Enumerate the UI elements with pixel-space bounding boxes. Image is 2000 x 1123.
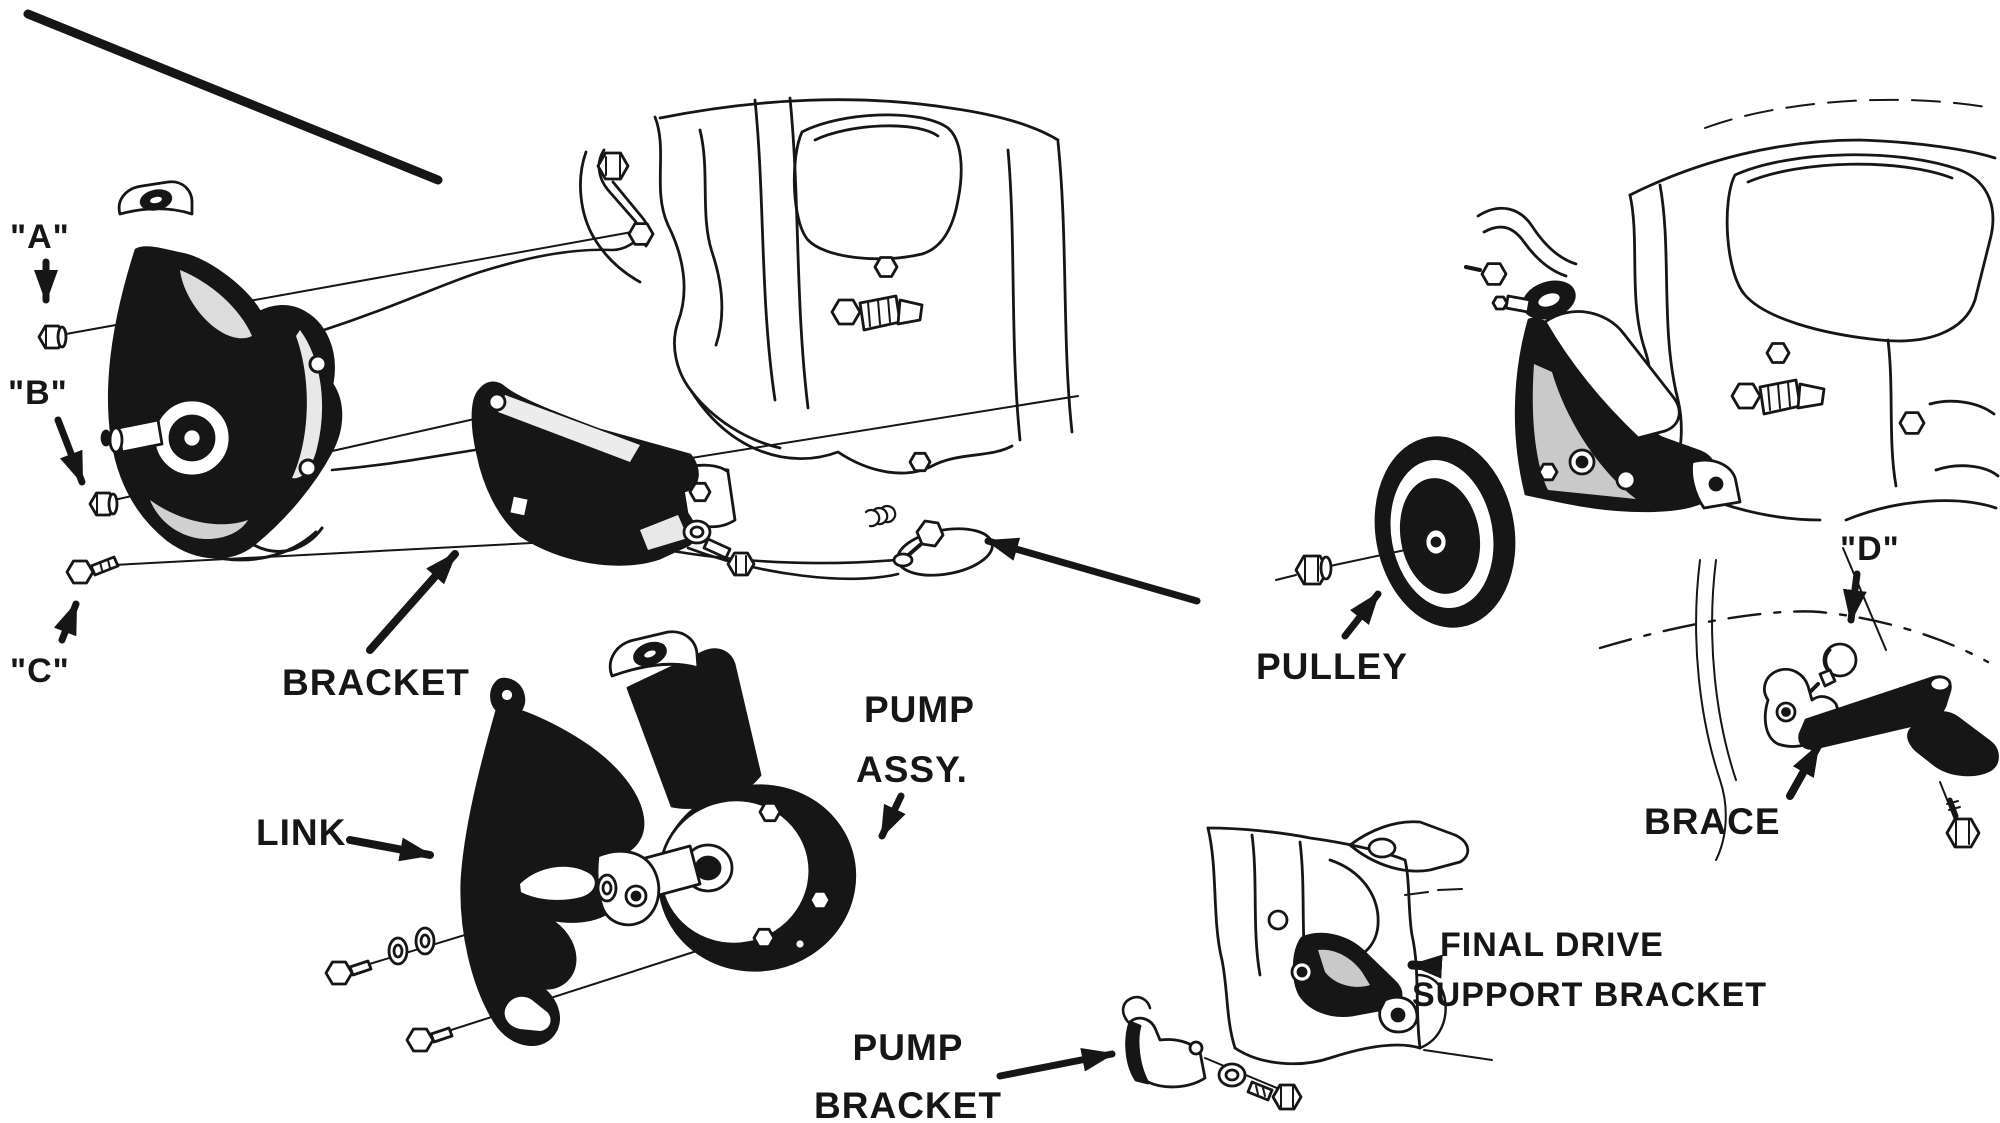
callout-a-label: "A" (10, 218, 70, 256)
final-drive-label-line2: SUPPORT BRACKET (1412, 976, 1767, 1014)
pump-assy-label-arrow (878, 792, 906, 840)
engine-bolt-3 (1765, 342, 1791, 364)
nut-b (88, 491, 119, 517)
pump-assy-label-line2: ASSY. (856, 749, 968, 790)
bracket-hardware (682, 519, 756, 577)
pulley-stud-line2 (1275, 574, 1297, 581)
final-drive-label-line1: FINAL DRIVE (1440, 926, 1664, 964)
pump-assy-label-line1: PUMP (864, 689, 975, 730)
callout-b-arrow (54, 416, 86, 486)
pulley-nut (1294, 554, 1333, 586)
brace-label: BRACE (1644, 801, 1781, 842)
callout-d-label: "D" (1840, 530, 1900, 568)
link-part (460, 677, 661, 1046)
left-installation-view (23, 9, 1201, 654)
mounting-arm (579, 148, 655, 284)
brace-label-arrow (1786, 742, 1822, 800)
pulley-part (1374, 436, 1516, 628)
pump-bracket-part (1121, 995, 1207, 1089)
engine-bolt-4 (1898, 411, 1926, 435)
separator-line (23, 9, 443, 185)
bracket-label-arrow (366, 550, 459, 654)
support-bracket-part (1290, 932, 1419, 1034)
pump-bracket-right (1464, 206, 1742, 513)
final-drive-view (996, 820, 1493, 1111)
link-hardware (324, 873, 618, 1053)
pump-bracket-label-line2: BRACKET (814, 1085, 1002, 1123)
pump-bracket-hardware (1204, 1057, 1303, 1111)
brace-part (1763, 667, 1952, 750)
link-label: LINK (256, 812, 346, 853)
link-label-arrow (346, 836, 434, 862)
callout-c-arrow (53, 600, 80, 644)
pump-assembly-left (100, 180, 343, 562)
brace-bolt (1945, 797, 1981, 849)
engine-bolt-2 (908, 451, 932, 473)
pump-link-exploded-view (324, 630, 906, 1053)
callout-b-label: "B" (8, 374, 68, 412)
bolt-c (65, 555, 120, 585)
pump-bracket-label-line1: PUMP (853, 1027, 964, 1068)
brace-assembly (1763, 547, 1999, 849)
pump-bracket-label-arrow (996, 1048, 1116, 1080)
callout-c-label: "C" (10, 652, 70, 690)
spark-plug-right (1730, 378, 1826, 416)
labels: "A" "B" "C" BRACKET LINK PUMP ASSY. PULL… (8, 218, 1900, 1123)
pump-assembly-exploded (608, 630, 857, 972)
final-drive-case (1206, 820, 1493, 1066)
engine-block-left (579, 96, 1074, 577)
axis-line-lower (419, 947, 707, 1041)
callout-d-arrow (1842, 570, 1867, 624)
engine-bolt-1 (873, 256, 899, 278)
nut-a (37, 324, 68, 350)
pulley-stud-line (1329, 545, 1425, 567)
right-installation-view (1275, 98, 2000, 861)
engine-bolt-target (892, 519, 945, 568)
bolt-d (1808, 642, 1858, 694)
long-callout-arrow (984, 537, 1201, 605)
spark-plug-left (830, 294, 924, 332)
bracket-label: BRACKET (282, 662, 470, 703)
pulley-label-arrow (1341, 590, 1382, 640)
brace-strap (1907, 711, 1999, 777)
final-drive-label-arrow (1407, 954, 1443, 979)
pulley-label: PULLEY (1256, 646, 1408, 687)
bracket-part (471, 381, 756, 577)
